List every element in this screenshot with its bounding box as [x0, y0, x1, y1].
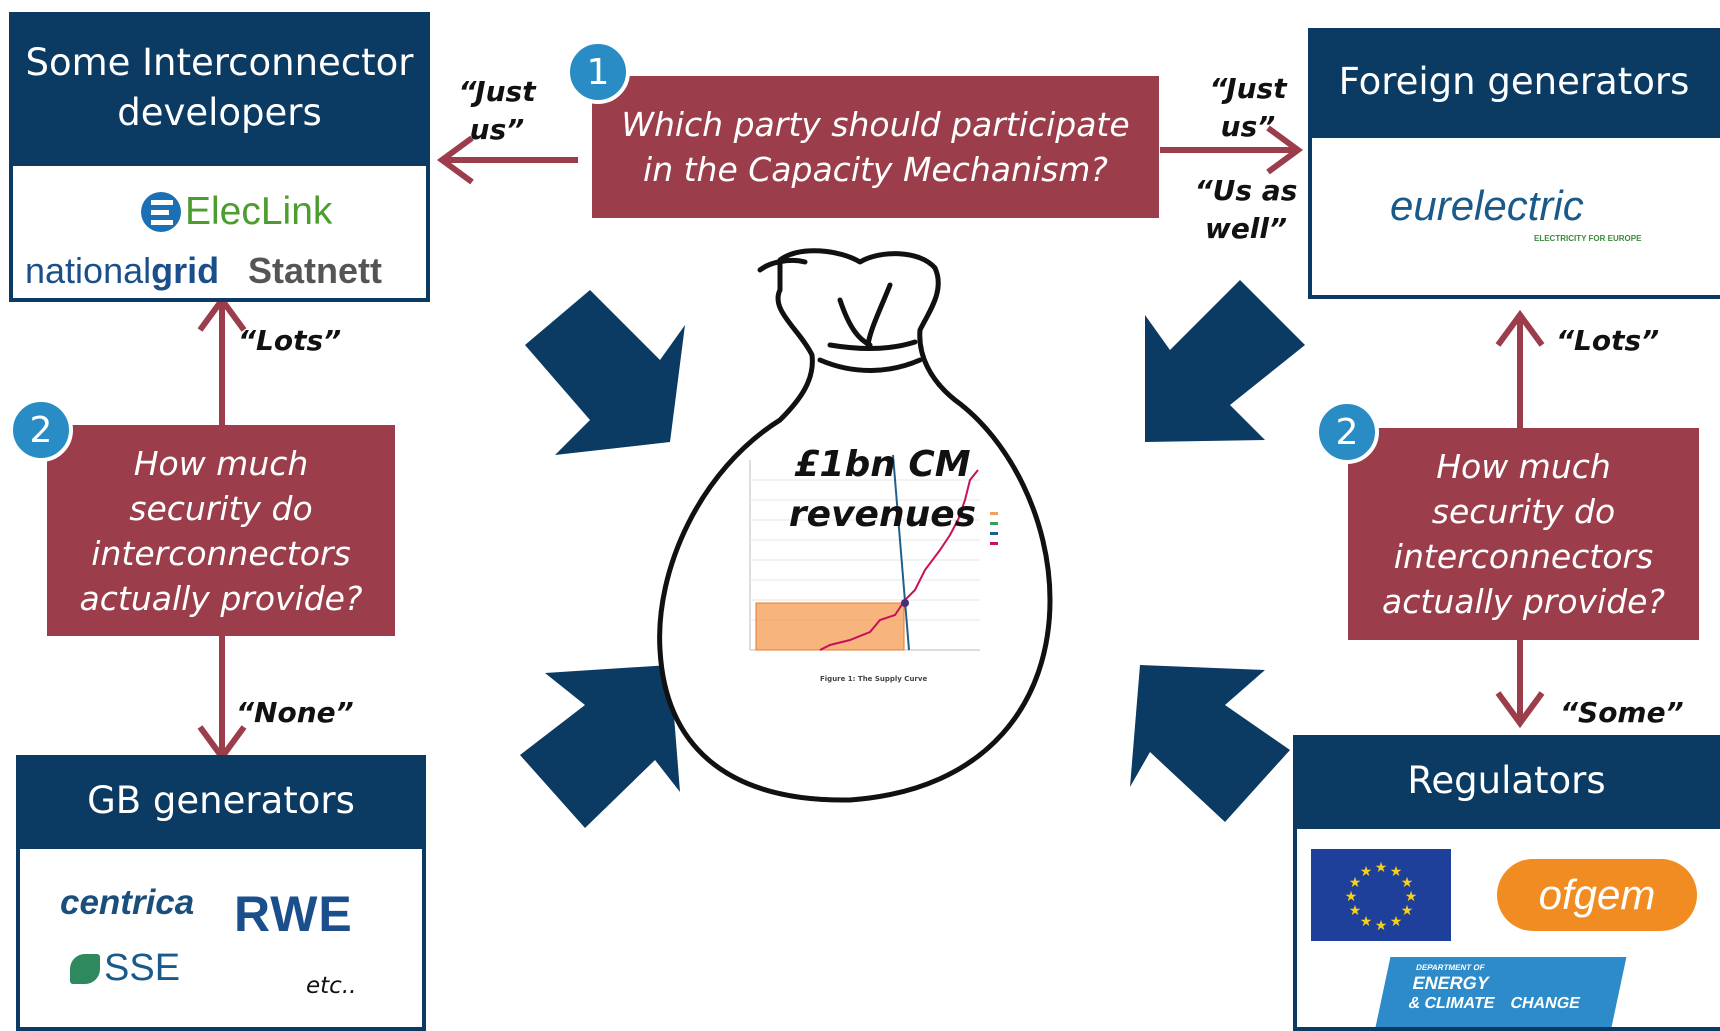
- eleclink-logo: ElecLink: [141, 190, 332, 234]
- gb-etc: etc..: [306, 973, 357, 999]
- nationalgrid-logo: nationalgrid: [25, 250, 219, 292]
- bag-chart: [749, 454, 998, 651]
- question-2-right-box: How much security do interconnectors act…: [1348, 428, 1699, 640]
- regulators-title: Regulators: [1407, 759, 1606, 802]
- svg-text:★: ★: [1375, 860, 1388, 876]
- gb-header: GB generators: [16, 755, 426, 847]
- quote-right-some: “Some”: [1560, 696, 1684, 729]
- ofgem-logo: ofgem: [1497, 859, 1697, 931]
- quote-us-as-well: “Us as well”: [1194, 174, 1298, 245]
- decc-line3: & CLIMATE: [1406, 995, 1497, 1012]
- bag-chart-caption: Figure 1: The Supply Curve: [820, 675, 928, 683]
- interconnector-header: Some Interconnector developers: [9, 12, 430, 164]
- svg-text:★: ★: [1390, 864, 1403, 880]
- decc-line1: DEPARTMENT OF: [1415, 963, 1486, 972]
- regulators-logos: ★★★★ ★★★★ ★★★★ ofgem DEPARTMENT OF ENERG…: [1293, 825, 1720, 1031]
- centrica-logo: centrica: [60, 883, 195, 922]
- svg-text:★: ★: [1405, 889, 1418, 905]
- statnett-logo: Statnett: [248, 250, 382, 291]
- question-2-right-badge: 2: [1315, 400, 1379, 464]
- bag-chart-area: [755, 602, 905, 651]
- eu-stars-icon: ★★★★ ★★★★ ★★★★: [1345, 860, 1418, 934]
- quote-left-just-us: “Just us”: [458, 75, 536, 146]
- interconnector-logos: ElecLink nationalgrid Statnett: [9, 162, 430, 302]
- question-2-left-badge: 2: [9, 398, 73, 462]
- question-2-left-box: How much security do interconnectors act…: [47, 425, 395, 636]
- money-bag: [657, 248, 1053, 803]
- question-1-box: Which party should participate in the Ca…: [592, 76, 1159, 218]
- bag-chart-supply: [819, 469, 979, 651]
- question-1-text: Which party should participate in the Ca…: [621, 105, 1130, 189]
- foreign-header: Foreign generators: [1308, 28, 1720, 136]
- bag-label-line2: revenues: [788, 494, 977, 535]
- decc-line4: CHANGE: [1508, 995, 1582, 1012]
- quote-right-lots: “Lots”: [1556, 324, 1660, 357]
- question-2-left-text: How much security do interconnectors act…: [79, 443, 363, 618]
- foreign-logos: eurelectric ELECTRICITY FOR EUROPE: [1308, 134, 1720, 299]
- nationalgrid-text-b: grid: [151, 250, 220, 291]
- sse-icon: [70, 953, 100, 984]
- svg-text:★: ★: [1349, 903, 1362, 919]
- interconnector-title: Some Interconnector developers: [25, 41, 414, 134]
- svg-text:★: ★: [1390, 914, 1403, 930]
- gb-logos: centrica RWE SSE etc..: [16, 845, 426, 1031]
- question-1-badge: 1: [566, 40, 630, 104]
- nationalgrid-text-a: national: [25, 250, 152, 291]
- bag-chart-point: [901, 599, 909, 607]
- svg-text:★: ★: [1401, 875, 1414, 891]
- svg-text:★: ★: [1375, 918, 1388, 934]
- regulators-header: Regulators: [1293, 735, 1720, 827]
- question-2-right-text: How much security do interconnectors act…: [1382, 447, 1665, 621]
- ofgem-text: ofgem: [1538, 871, 1656, 918]
- bag-chart-demand: [892, 454, 910, 651]
- sse-text: SSE: [104, 947, 181, 989]
- rwe-logo: RWE: [234, 886, 353, 942]
- decc-line2: ENERGY: [1410, 973, 1492, 993]
- big-arrow-bottom-left: [520, 665, 680, 828]
- bag-label: £1bn CM revenues: [780, 440, 985, 540]
- quote-left-lots: “Lots”: [238, 324, 342, 357]
- big-arrow-top-left: [525, 290, 685, 455]
- bag-label-line1: £1bn CM: [794, 444, 971, 485]
- svg-text:★: ★: [1345, 889, 1358, 905]
- gb-title: GB generators: [87, 779, 355, 822]
- big-arrow-top-right: [1145, 280, 1305, 442]
- foreign-title: Foreign generators: [1338, 60, 1690, 103]
- svg-text:★: ★: [1360, 864, 1373, 880]
- svg-text:★: ★: [1401, 903, 1414, 919]
- svg-text:★: ★: [1349, 875, 1362, 891]
- eurelectric-tagline: ELECTRICITY FOR EUROPE: [1534, 234, 1642, 243]
- big-arrow-bottom-right: [1130, 665, 1290, 822]
- sse-logo: SSE: [70, 947, 180, 990]
- eleclink-text: ElecLink: [185, 190, 333, 233]
- decc-logo: DEPARTMENT OF ENERGY & CLIMATE CHANGE: [1375, 957, 1627, 1027]
- eleclink-icon: [141, 192, 181, 232]
- quote-left-none: “None”: [236, 696, 354, 729]
- svg-text:★: ★: [1360, 914, 1373, 930]
- eu-flag-logo: ★★★★ ★★★★ ★★★★: [1311, 849, 1451, 941]
- eurelectric-logo: eurelectric: [1390, 182, 1584, 229]
- quote-right-just-us: “Just us”: [1209, 72, 1287, 143]
